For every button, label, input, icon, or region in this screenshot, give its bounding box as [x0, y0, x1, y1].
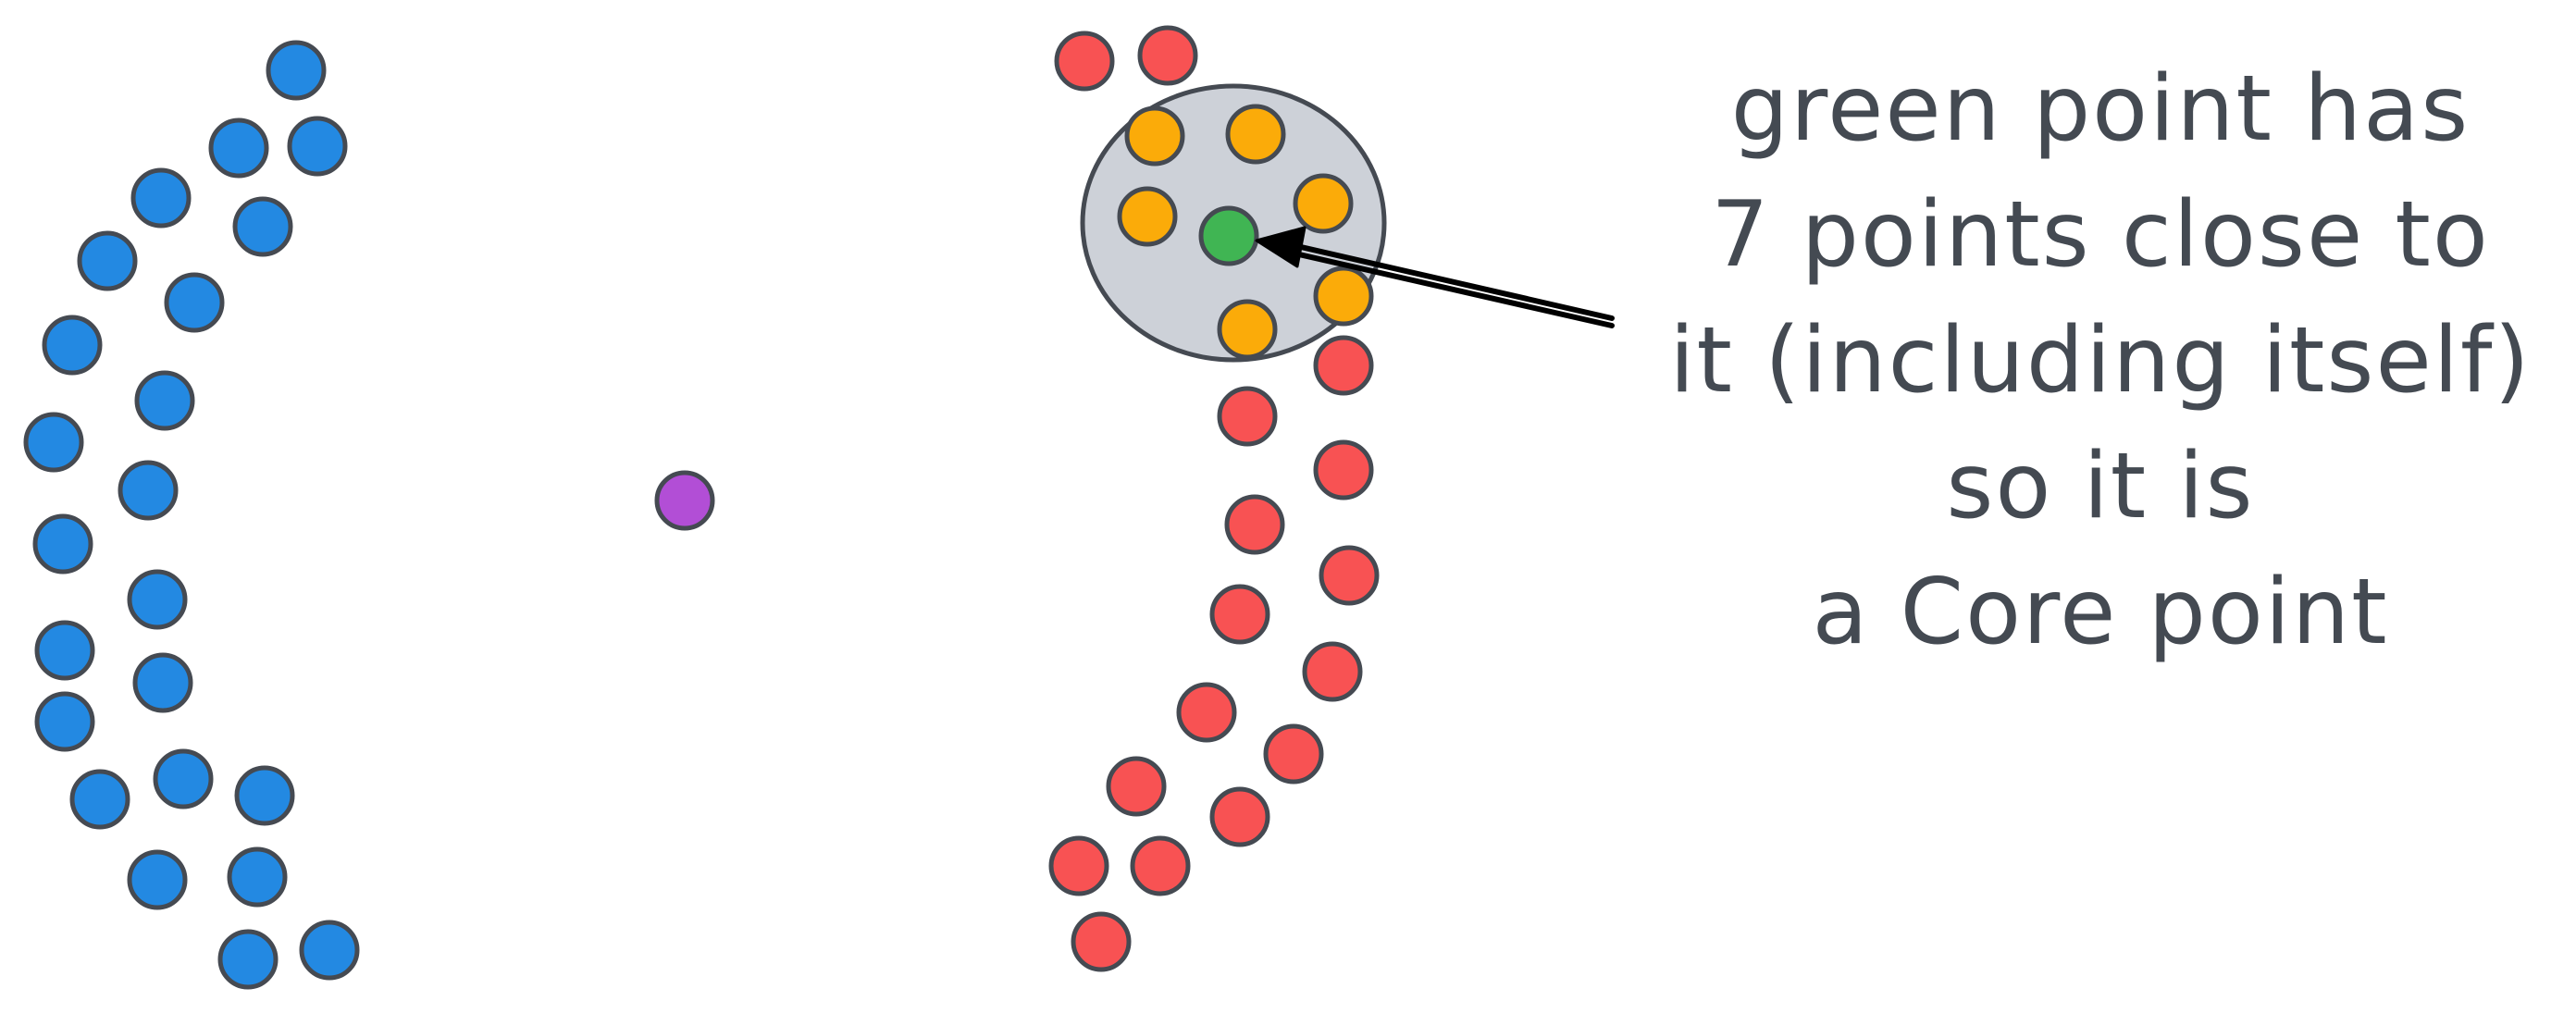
- core-point-annotation: green point has 7 points close to it (in…: [1629, 46, 2572, 675]
- blue-cluster-point-13: [127, 569, 188, 630]
- blue-cluster-point-14: [34, 620, 95, 681]
- blue-cluster-point-10: [23, 412, 84, 473]
- annotation-line-1: green point has: [1730, 56, 2471, 162]
- arrow-shaft: [1276, 240, 1615, 328]
- blue-cluster-point-2: [208, 117, 269, 179]
- annotation-line-4: so it is: [1946, 434, 2255, 539]
- points-layer: [23, 25, 1380, 990]
- red-cluster-point-16: [1071, 911, 1132, 972]
- blue-cluster-point-16: [34, 691, 95, 752]
- blue-cluster-point-19: [234, 765, 295, 826]
- red-cluster-point-6: [1224, 494, 1285, 555]
- blue-cluster-point-12: [32, 513, 93, 574]
- red-cluster-point-8: [1209, 584, 1270, 645]
- blue-cluster-point-17: [69, 769, 130, 830]
- core-point-1: [1198, 205, 1259, 266]
- blue-cluster-point-7: [164, 272, 225, 333]
- blue-cluster-point-6: [77, 230, 138, 291]
- noise-point-1: [654, 470, 715, 531]
- red-cluster-point-1: [1054, 31, 1115, 92]
- red-cluster-point-9: [1302, 641, 1363, 702]
- neighbor-point-6: [1217, 299, 1278, 360]
- annotation-line-3: it (including itself): [1669, 308, 2532, 414]
- red-cluster-point-10: [1176, 682, 1237, 743]
- red-cluster-point-12: [1106, 756, 1167, 817]
- red-cluster-point-2: [1137, 25, 1198, 86]
- blue-cluster-point-9: [134, 370, 195, 431]
- blue-cluster-point-8: [42, 315, 103, 376]
- neighbor-point-4: [1293, 173, 1354, 234]
- red-cluster-point-13: [1209, 786, 1270, 847]
- blue-cluster-point-21: [227, 846, 288, 908]
- neighbor-point-3: [1117, 186, 1178, 247]
- annotation-line-5: a Core point: [1812, 560, 2389, 665]
- blue-cluster-point-11: [118, 460, 179, 521]
- red-cluster-point-3: [1313, 335, 1374, 396]
- blue-cluster-point-5: [232, 196, 293, 257]
- neighbor-point-5: [1313, 266, 1374, 327]
- neighbor-point-1: [1124, 105, 1185, 167]
- arrow-layer: [1255, 226, 1615, 328]
- blue-cluster-point-18: [153, 748, 214, 809]
- annotation-line-2: 7 points close to: [1711, 182, 2490, 288]
- red-cluster-point-15: [1130, 835, 1191, 896]
- neighbor-point-2: [1225, 104, 1286, 165]
- blue-cluster-point-23: [299, 920, 360, 981]
- arrow-head: [1255, 226, 1307, 268]
- blue-cluster-point-22: [217, 929, 279, 990]
- red-cluster-point-11: [1263, 723, 1324, 784]
- red-cluster-point-4: [1217, 386, 1278, 447]
- red-cluster-point-7: [1319, 545, 1380, 606]
- blue-cluster-point-1: [266, 40, 327, 101]
- blue-cluster-point-4: [130, 167, 192, 229]
- blue-cluster-point-20: [127, 849, 188, 910]
- red-cluster-point-14: [1048, 835, 1109, 896]
- blue-cluster-point-3: [287, 116, 348, 177]
- red-cluster-point-5: [1313, 439, 1374, 500]
- blue-cluster-point-15: [132, 652, 193, 713]
